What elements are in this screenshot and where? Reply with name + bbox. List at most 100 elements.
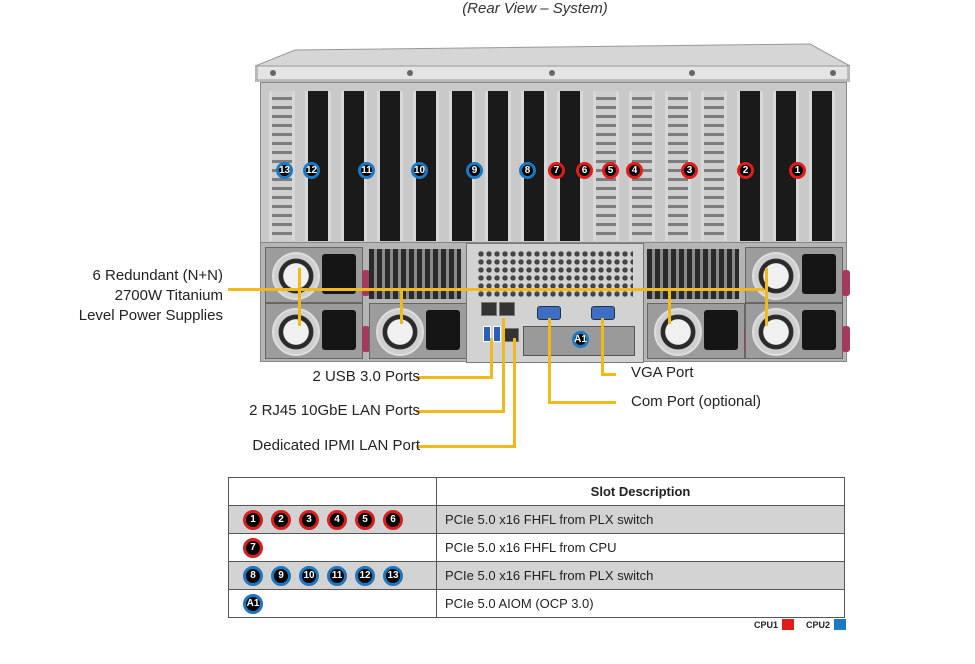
rj45-port [481, 302, 497, 316]
power-supply [265, 303, 370, 359]
slot-badge-3: 3 [681, 162, 698, 179]
slot-badge-13: 13 [276, 162, 293, 179]
power-inlet [322, 310, 356, 350]
air-vent [369, 249, 461, 299]
slot-badge-3: 3 [299, 509, 319, 530]
server-rear-chassis [255, 42, 850, 363]
slot-badge-1: 1 [789, 162, 806, 179]
slot-description-cell: PCIe 5.0 AIOM (OCP 3.0) [436, 589, 845, 618]
fan-icon [752, 308, 800, 356]
slot-badge-9: 9 [466, 162, 483, 179]
ipmi-port [503, 328, 519, 342]
psu-handle[interactable] [842, 270, 850, 296]
power-supply [369, 303, 474, 359]
psu-leader-line [668, 288, 671, 324]
table-row: 7 PCIe 5.0 x16 FHFL from CPU [228, 533, 845, 562]
power-inlet [802, 254, 836, 294]
slot-badge-9: 9 [271, 565, 291, 586]
pcie-slot-area [260, 82, 847, 244]
table-header-empty [228, 477, 437, 506]
com-callout: Com Port (optional) [631, 393, 762, 410]
legend-label-cpu1: CPU1 [754, 619, 779, 630]
psu-leader-line [765, 268, 768, 326]
air-vent [647, 249, 739, 299]
slot-description-cell: PCIe 5.0 x16 FHFL from CPU [436, 533, 845, 562]
slot-badge-6: 6 [383, 509, 403, 530]
fan-icon [272, 252, 320, 300]
slot-description-cell: PCIe 5.0 x16 FHFL from PLX switch [436, 561, 845, 590]
psu-callout-line: Level Power Supplies [78, 307, 223, 324]
slot-badge-12: 12 [303, 162, 320, 179]
pcie-bracket [377, 91, 403, 241]
slot-badge-10: 10 [299, 565, 319, 586]
table-header-row: Slot Description [228, 477, 845, 506]
psu-leader-line [298, 268, 301, 326]
pcie-bracket [809, 91, 835, 241]
slot-badges-cell: 7 [228, 533, 437, 562]
lan-leader-line [416, 410, 505, 413]
power-inlet [704, 310, 738, 350]
slot-badge-2: 2 [737, 162, 754, 179]
power-inlet [426, 310, 460, 350]
slot-badge-A1: A1 [243, 593, 263, 614]
table-header-slot-description: Slot Description [436, 477, 845, 506]
lan-leader-line [502, 318, 505, 413]
slot-badge-1: 1 [243, 509, 263, 530]
power-supply [647, 303, 752, 359]
slot-badges-cell: A1 [228, 589, 437, 618]
slot-description-cell: PCIe 5.0 x16 FHFL from PLX switch [436, 505, 845, 534]
power-inlet [802, 310, 836, 350]
psu-handle[interactable] [362, 270, 370, 296]
legend-label-cpu2: CPU2 [806, 619, 831, 630]
com-leader-line [548, 401, 616, 404]
psu-io-area [260, 242, 850, 363]
diagram-caption: (Rear View – System) [462, 0, 608, 17]
power-supply [745, 303, 850, 359]
psu-handle[interactable] [362, 326, 370, 352]
psu-callout: 6 Redundant (N+N) 2700W Titanium Level P… [40, 266, 223, 326]
slot-badge-8: 8 [243, 565, 263, 586]
slot-badge-8: 8 [519, 162, 536, 179]
slot-badge-4: 4 [327, 509, 347, 530]
ipmi-callout: Dedicated IPMI LAN Port [252, 437, 420, 454]
legend-swatch-cpu1 [782, 619, 795, 630]
slot-badge-7: 7 [243, 537, 263, 558]
slot-badge-5: 5 [602, 162, 619, 179]
slot-badge-2: 2 [271, 509, 291, 530]
usb-leader-line [416, 376, 493, 379]
usb-port [493, 326, 501, 342]
slot-badge-6: 6 [576, 162, 593, 179]
usb-leader-line [490, 338, 493, 378]
psu-leader-line [400, 288, 403, 324]
pcie-bracket [485, 91, 511, 241]
slot-badge-13: 13 [383, 565, 403, 586]
ipmi-leader-line [416, 445, 516, 448]
vga-leader-line [601, 318, 604, 376]
psu-handle[interactable] [842, 326, 850, 352]
table-row: A1 PCIe 5.0 AIOM (OCP 3.0) [228, 589, 845, 618]
slot-badge-7: 7 [548, 162, 565, 179]
vga-leader-line [601, 373, 616, 376]
fan-icon [752, 252, 800, 300]
psu-leader-line [228, 288, 764, 291]
lan-callout: 2 RJ45 10GbE LAN Ports [249, 402, 420, 419]
slot-badge-4: 4 [626, 162, 643, 179]
pcie-bracket [701, 91, 727, 241]
slot-badge-11: 11 [358, 162, 375, 179]
psu-callout-line: 2700W Titanium [114, 287, 223, 304]
slot-badge-11: 11 [327, 565, 347, 586]
fan-icon [272, 308, 320, 356]
ipmi-leader-line [513, 338, 516, 448]
rj45-port [499, 302, 515, 316]
slot-badge-10: 10 [411, 162, 428, 179]
cpu-legend: CPU1 CPU2 [754, 619, 847, 630]
chassis-lid [255, 43, 850, 82]
legend-swatch-cpu2 [834, 619, 847, 630]
psu-callout-line: 6 Redundant (N+N) [92, 267, 224, 284]
vga-callout: VGA Port [631, 364, 694, 381]
